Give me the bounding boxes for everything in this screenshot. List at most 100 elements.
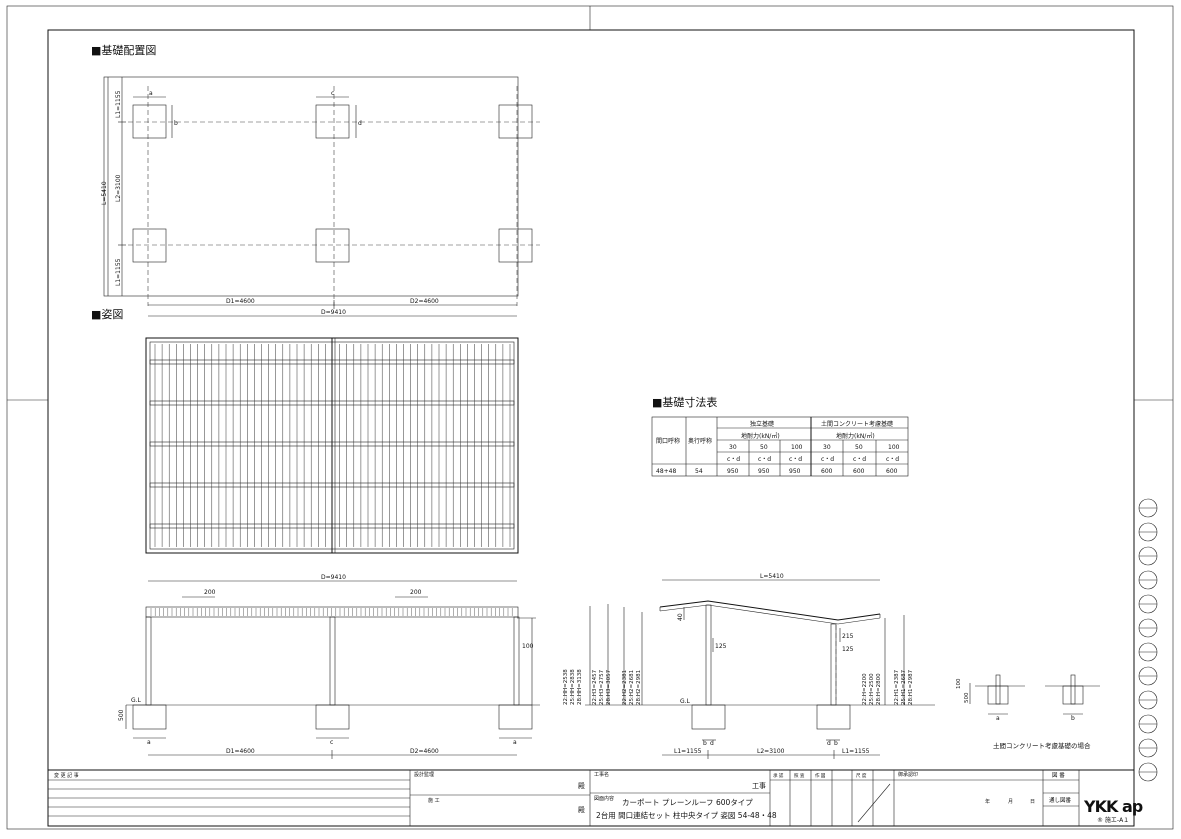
svg-text:b: b — [174, 120, 178, 127]
svg-text:54: 54 — [695, 468, 703, 475]
svg-text:D2=4600: D2=4600 — [410, 298, 439, 305]
footing — [132, 228, 167, 263]
svg-text:照 査: 照 査 — [794, 772, 805, 779]
svg-text:日: 日 — [1030, 799, 1035, 805]
svg-text:b: b — [834, 740, 838, 747]
roof-purlin — [149, 523, 515, 529]
svg-text:尺 度: 尺 度 — [856, 772, 867, 779]
svg-text:b: b — [703, 740, 707, 747]
svg-text:L1=1155: L1=1155 — [115, 258, 122, 286]
svg-text:25:H3=2757: 25:H3=2757 — [599, 669, 605, 705]
svg-text:地耐力(kN/㎡): 地耐力(kN/㎡) — [836, 432, 875, 440]
svg-text:地耐力(kN/㎡): 地耐力(kN/㎡) — [741, 432, 780, 440]
svg-text:d: d — [358, 120, 362, 127]
svg-text:c: c — [331, 90, 334, 97]
value-cell: 600 — [853, 468, 865, 475]
svg-text:28:H1=2987: 28:H1=2987 — [908, 669, 914, 705]
svg-text:a: a — [149, 90, 153, 97]
title-block: 変 更 記 事 設計監理 殿 施 工 殿 工事名 工事 図面内容 カーポート プ… — [48, 769, 1144, 826]
svg-text:D1=4600: D1=4600 — [226, 748, 255, 755]
svg-text:c: c — [330, 739, 333, 746]
value-cell: 600 — [821, 468, 833, 475]
svg-text:間口呼称: 間口呼称 — [656, 437, 680, 445]
svg-text:100: 100 — [522, 643, 534, 650]
svg-text:200: 200 — [410, 589, 422, 596]
title-foundation-layout: ■基礎配置図 — [91, 44, 156, 57]
footing — [315, 228, 350, 263]
svg-text:承 認: 承 認 — [773, 772, 784, 779]
foundation-plan: a b c d L=5410 L1=1155 L2=3100 L1=1155 D… — [101, 76, 540, 317]
svg-text:土間コンクリート考慮基礎: 土間コンクリート考慮基礎 — [821, 420, 893, 428]
roof-purlin — [149, 441, 515, 447]
svg-text:L=5410: L=5410 — [101, 181, 108, 205]
svg-text:年: 年 — [985, 798, 990, 805]
svg-text:28:HH=3138: 28:HH=3138 — [577, 669, 583, 705]
svg-text:25:HH=2838: 25:HH=2838 — [570, 669, 576, 705]
load-cell: 30 — [729, 444, 737, 451]
load-cell: 50 — [760, 444, 768, 451]
svg-text:200: 200 — [204, 589, 216, 596]
svg-text:25:H1=2687: 25:H1=2687 — [901, 669, 907, 705]
svg-text:25:H2=2681: 25:H2=2681 — [629, 670, 635, 705]
cd-cell: c・d — [789, 456, 802, 463]
svg-text:D1=4600: D1=4600 — [226, 298, 255, 305]
svg-text:22:H1=2387: 22:H1=2387 — [894, 669, 900, 705]
svg-text:22:H3=2457: 22:H3=2457 — [592, 669, 598, 705]
cd-cell: c・d — [821, 456, 834, 463]
svg-text:L2=3100: L2=3100 — [115, 174, 122, 202]
cd-cell: c・d — [853, 456, 866, 463]
svg-text:作 図: 作 図 — [815, 772, 826, 779]
drawing-title: カーポート プレーンルーフ 600タイプ — [622, 798, 753, 807]
svg-text:D=9410: D=9410 — [321, 309, 346, 316]
svg-text:28:H=2800: 28:H=2800 — [876, 673, 882, 705]
inner-frame — [47, 29, 1135, 827]
svg-text:奥行呼称: 奥行呼称 — [688, 437, 712, 445]
svg-text:a: a — [147, 739, 151, 746]
svg-text:殿: 殿 — [578, 806, 585, 814]
svg-text:L1=1155: L1=1155 — [115, 90, 122, 118]
foundation-table: 間口呼称 奥行呼称 独立基礎 土間コンクリート考慮基礎 地耐力(kN/㎡) 地耐… — [651, 416, 909, 477]
footing — [498, 104, 533, 139]
svg-text:L2=3100: L2=3100 — [757, 748, 785, 755]
svg-text:b: b — [1071, 715, 1075, 722]
svg-text:500: 500 — [964, 692, 970, 703]
roof-purlin — [149, 482, 515, 488]
svg-text:D2=4600: D2=4600 — [410, 748, 439, 755]
svg-text:L1=1155: L1=1155 — [674, 748, 702, 755]
value-cell: 950 — [758, 468, 770, 475]
svg-text:D=9410: D=9410 — [321, 574, 346, 581]
cd-cell: c・d — [886, 456, 899, 463]
detail-caption: 土間コンクリート考慮基礎の場合 — [993, 741, 1091, 750]
roof-purlin — [149, 359, 515, 365]
change-record-label: 変 更 記 事 — [54, 772, 79, 779]
svg-text:独立基礎: 独立基礎 — [750, 420, 774, 428]
svg-text:図面内容: 図面内容 — [594, 795, 614, 802]
title-foundation-table: ■基礎寸法表 — [652, 395, 717, 409]
value-cell: 950 — [727, 468, 739, 475]
svg-text:48+48: 48+48 — [656, 468, 676, 475]
svg-text:500: 500 — [118, 709, 125, 721]
svg-text:通し図番: 通し図番 — [1049, 796, 1072, 804]
footing — [315, 104, 350, 139]
value-cell: 600 — [886, 468, 898, 475]
svg-text:a: a — [513, 739, 517, 746]
front-elevation: D=9410 200 200 100 G.L 500 a c a D1=4600… — [118, 574, 540, 759]
svg-text:22:H=2200: 22:H=2200 — [862, 673, 868, 705]
svg-text:御承認印: 御承認印 — [898, 771, 918, 778]
svg-text:28:H3=3057: 28:H3=3057 — [606, 669, 612, 705]
svg-text:22:H2=2381: 22:H2=2381 — [622, 670, 628, 705]
drawing-subtitle: 2台用 間口連結セット 柱中央タイプ 姿図 54-48・48 — [596, 810, 777, 820]
svg-text:28:H2=2981: 28:H2=2981 — [636, 670, 642, 705]
svg-text:40: 40 — [677, 613, 684, 621]
outer-frame — [6, 5, 1174, 830]
cd-cell: c・d — [758, 456, 771, 463]
sheet-code: ® 施エ-A１ — [1097, 816, 1129, 824]
svg-text:施 工: 施 工 — [428, 797, 440, 804]
svg-text:設計監理: 設計監理 — [414, 771, 434, 778]
cd-cell: c・d — [727, 456, 740, 463]
svg-text:d: d — [827, 740, 831, 747]
svg-text:月: 月 — [1008, 799, 1013, 805]
svg-text:125: 125 — [715, 643, 727, 650]
